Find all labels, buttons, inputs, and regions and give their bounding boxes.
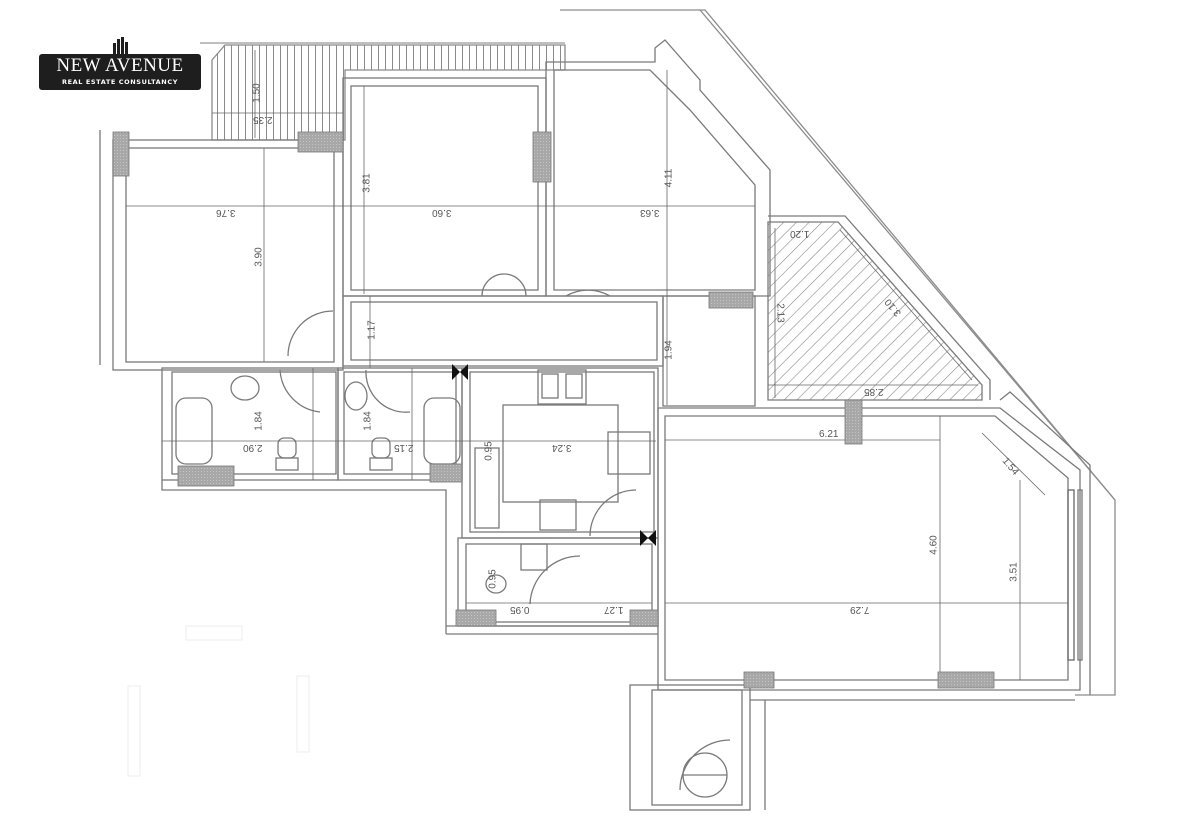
panel-marker-icon	[452, 364, 468, 380]
dim-wc-depth: 0.95	[487, 569, 499, 589]
dim-hall-depth: 1.94	[663, 340, 675, 360]
brand-logo: NEW AVENUE REAL ESTATE CONSULTANCY	[39, 37, 201, 91]
sink-1	[230, 375, 260, 401]
dim-bath1-width: 2.90	[243, 442, 263, 453]
dim-balcony-depth: 1.50	[251, 83, 263, 103]
balcony-stairs	[211, 44, 566, 141]
dim-kitchen-width: 3.24	[552, 442, 572, 453]
door-service	[529, 555, 581, 605]
bedroom-1	[112, 139, 344, 371]
dim-reception-depth-right: 3.51	[1008, 562, 1020, 582]
stove	[537, 369, 587, 405]
dim-laundry-depth: 0.95	[483, 441, 495, 461]
logo-background	[39, 54, 201, 90]
column	[112, 131, 130, 177]
door-bedroom-3	[565, 289, 611, 297]
reception	[657, 407, 1081, 691]
bedroom-2	[342, 77, 547, 297]
door-kitchen	[589, 489, 637, 537]
dim-bedroom3-width: 3.63	[640, 207, 660, 218]
building-tower-icon	[113, 37, 128, 55]
entrance-vestibule	[629, 684, 751, 811]
sink-2	[344, 381, 368, 411]
kitchen-island	[502, 404, 619, 503]
bathroom-1	[161, 367, 339, 481]
dim-bedroom2-depth: 3.81	[361, 173, 373, 193]
dim-balcony-width: 2.35	[253, 114, 273, 125]
dim-bath2-width: 2.15	[394, 442, 414, 453]
corridor	[342, 295, 664, 367]
dim-wc-width: 0.95	[510, 604, 530, 615]
logo-title: NEW AVENUE	[56, 55, 184, 76]
dim-corridor-depth: 1.17	[366, 320, 378, 340]
terrace	[767, 221, 983, 401]
dim-service-width: 1.27	[604, 604, 624, 615]
dim-bath2-depth: 1.84	[362, 411, 374, 431]
door-bathroom-2	[365, 369, 411, 413]
wc-toilet	[485, 574, 507, 594]
bathroom-2	[337, 367, 463, 481]
logo-subtitle: REAL ESTATE CONSULTANCY	[61, 78, 179, 86]
door-bedroom-1	[287, 310, 334, 357]
dishwasher	[539, 499, 577, 531]
dim-reception-width-top: 6.21	[819, 429, 839, 440]
dim-terrace-side: 2.13	[774, 303, 786, 323]
dim-bedroom1-depth: 3.90	[253, 247, 265, 267]
dim-terrace-top: 1.20	[790, 228, 810, 239]
bathtub-2	[423, 397, 461, 465]
door-bathroom-1	[279, 369, 321, 413]
dim-bedroom1-width: 3.76	[216, 207, 236, 218]
dim-reception-width: 7.29	[850, 604, 870, 615]
dim-bath1-depth: 1.84	[253, 411, 265, 431]
kitchen-sink	[474, 447, 500, 529]
fridge	[607, 431, 651, 475]
bathtub-1	[175, 397, 213, 465]
dim-bedroom2-width: 3.60	[432, 207, 452, 218]
dim-reception-depth: 4.60	[928, 535, 940, 555]
washer	[520, 543, 548, 571]
dim-bedroom3-depth: 4.11	[663, 168, 675, 188]
door-bedroom-2	[481, 273, 527, 297]
dim-terrace-bottom: 2.85	[864, 386, 884, 397]
hall	[662, 295, 756, 407]
